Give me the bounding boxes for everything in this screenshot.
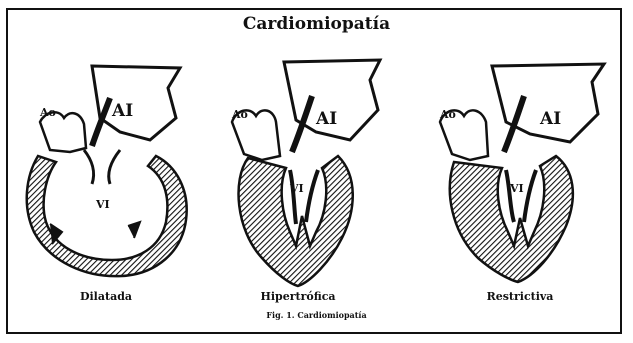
panel-restrictiva: Ao AI VI xyxy=(439,64,604,282)
ventricle-label: VI xyxy=(289,182,304,195)
panel-dilatada: Ao AI VI xyxy=(27,66,187,276)
panel-name-restrictiva: Restrictiva xyxy=(460,290,580,303)
atrium-label: AI xyxy=(539,109,561,129)
panel-name-hipertrofica: Hipertrófica xyxy=(238,290,358,303)
aorta-label: Ao xyxy=(39,106,56,119)
aorta-label: Ao xyxy=(231,108,248,121)
atrium-label: AI xyxy=(315,109,337,129)
ventricle-label: VI xyxy=(95,198,110,211)
left-atrium-shape xyxy=(492,64,604,142)
aorta-label: Ao xyxy=(439,108,456,121)
figure-caption: Fig. 1. Cardiomiopatía xyxy=(0,310,633,320)
panel-hipertrofica: Ao AI VI xyxy=(231,60,380,286)
atrium-label: AI xyxy=(111,101,133,121)
panel-name-dilatada: Dilatada xyxy=(46,290,166,303)
ventricle-wall xyxy=(27,156,187,276)
ventricle-label: VI xyxy=(509,182,524,195)
